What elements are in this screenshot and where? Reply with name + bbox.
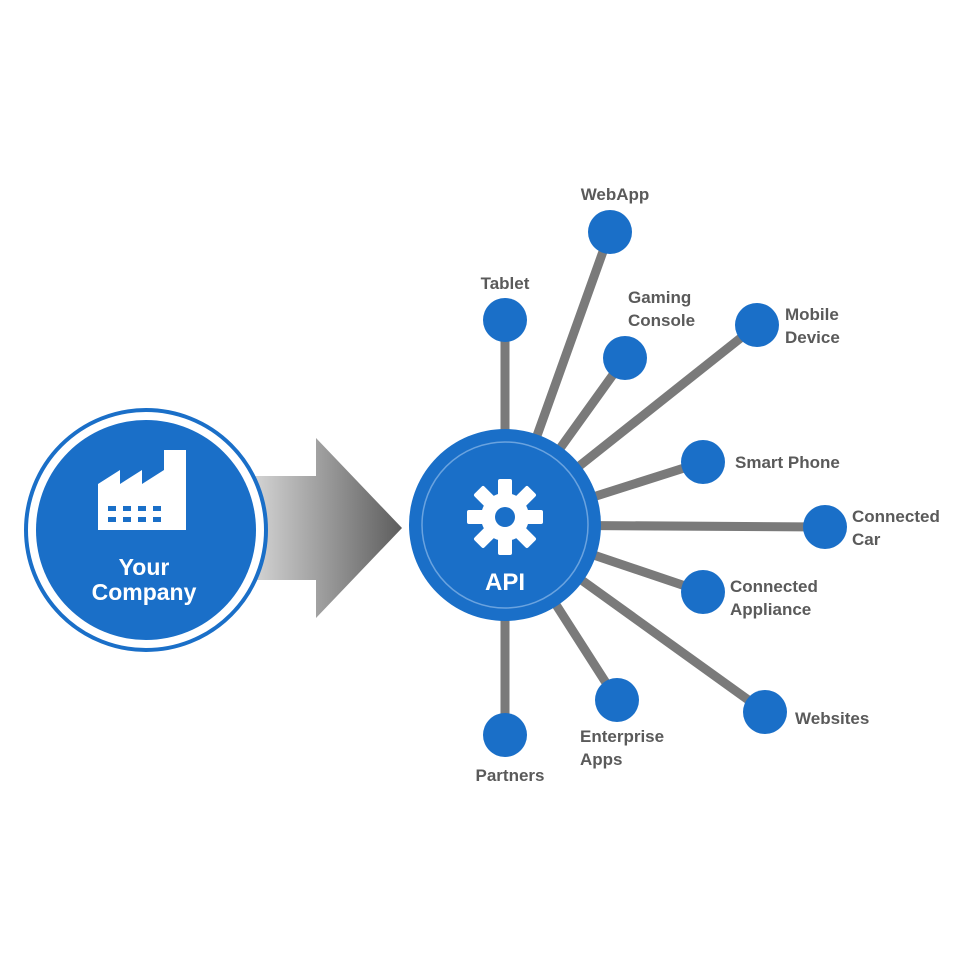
node-mobile-device: [735, 303, 779, 347]
gear-tooth: [498, 537, 512, 555]
node-smart-phone: [681, 440, 725, 484]
label-line: Appliance: [730, 600, 811, 619]
label-line: Mobile: [785, 305, 839, 324]
label-line: Apps: [580, 750, 623, 769]
company-label-line1: Your: [119, 554, 170, 580]
label-partners: Partners: [476, 766, 545, 785]
label-tablet: Tablet: [481, 274, 530, 293]
label-line: Tablet: [481, 274, 530, 293]
label-smart-phone: Smart Phone: [735, 453, 840, 472]
label-line: Console: [628, 311, 695, 330]
label-line: Connected: [730, 577, 818, 596]
company-label-line2: Company: [92, 579, 197, 605]
gear-tooth: [525, 510, 543, 524]
label-line: Car: [852, 530, 881, 549]
api-hub: API: [409, 429, 601, 621]
label-webapp: WebApp: [581, 185, 650, 204]
label-line: Enterprise: [580, 727, 664, 746]
label-line: Smart Phone: [735, 453, 840, 472]
gear-tooth: [467, 510, 485, 524]
node-enterprise-apps: [595, 678, 639, 722]
label-line: Gaming: [628, 288, 691, 307]
label-line: Device: [785, 328, 840, 347]
node-gaming-console: [603, 336, 647, 380]
node-connected-appliance: [681, 570, 725, 614]
node-webapp: [588, 210, 632, 254]
node-websites: [743, 690, 787, 734]
label-line: Connected: [852, 507, 940, 526]
node-partners: [483, 713, 527, 757]
label-line: Partners: [476, 766, 545, 785]
label-websites: Websites: [795, 709, 869, 728]
label-line: WebApp: [581, 185, 650, 204]
gear-icon: [467, 479, 543, 555]
node-connected-car: [803, 505, 847, 549]
factory-icon: [98, 450, 186, 530]
flow-arrow: [236, 438, 402, 618]
api-label: API: [485, 569, 525, 596]
gear-tooth: [498, 479, 512, 497]
label-line: Websites: [795, 709, 869, 728]
company-node: Your Company: [24, 408, 268, 652]
node-tablet: [483, 298, 527, 342]
